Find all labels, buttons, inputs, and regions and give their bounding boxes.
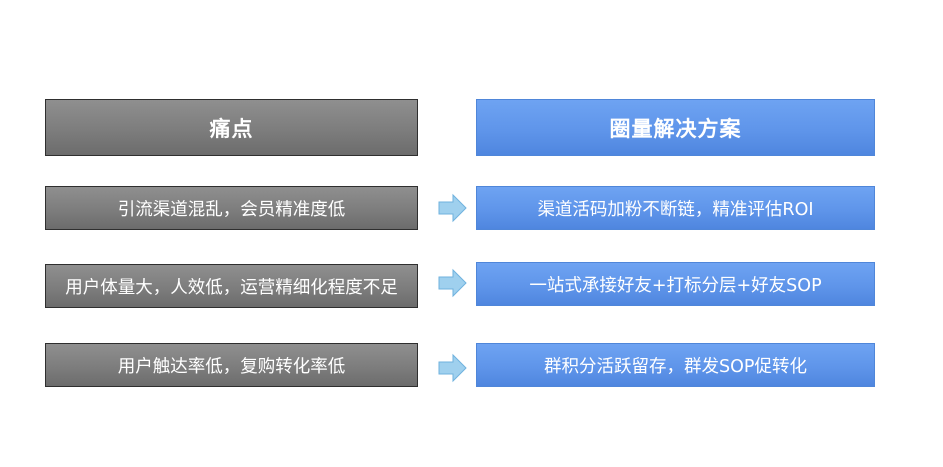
pain-header: 痛点 [45,99,418,156]
pain-box: 用户触达率低，复购转化率低 [45,343,418,387]
pain-text: 用户体量大，人效低，运营精细化程度不足 [65,277,398,298]
right-arrow-icon [438,353,467,383]
pain-text: 用户触达率低，复购转化率低 [117,356,346,377]
solution-box: 群积分活跃留存，群发SOP促转化 [476,343,875,387]
solution-header-label: 圈量解决方案 [609,116,742,141]
solution-text: 群积分活跃留存，群发SOP促转化 [544,356,807,377]
pain-text: 引流渠道混乱，会员精准度低 [117,199,346,220]
solution-text: 一站式承接好友+打标分层+好友SOP [529,275,822,296]
solution-text: 渠道活码加粉不断链，精准评估ROI [537,199,814,220]
solution-header: 圈量解决方案 [476,99,875,156]
pain-header-label: 痛点 [209,116,254,141]
pain-box: 引流渠道混乱，会员精准度低 [45,186,418,230]
pain-box: 用户体量大，人效低，运营精细化程度不足 [45,264,418,308]
solution-box: 渠道活码加粉不断链，精准评估ROI [476,186,875,230]
right-arrow-icon [438,193,467,223]
right-arrow-icon [438,268,467,298]
solution-box: 一站式承接好友+打标分层+好友SOP [476,262,875,306]
